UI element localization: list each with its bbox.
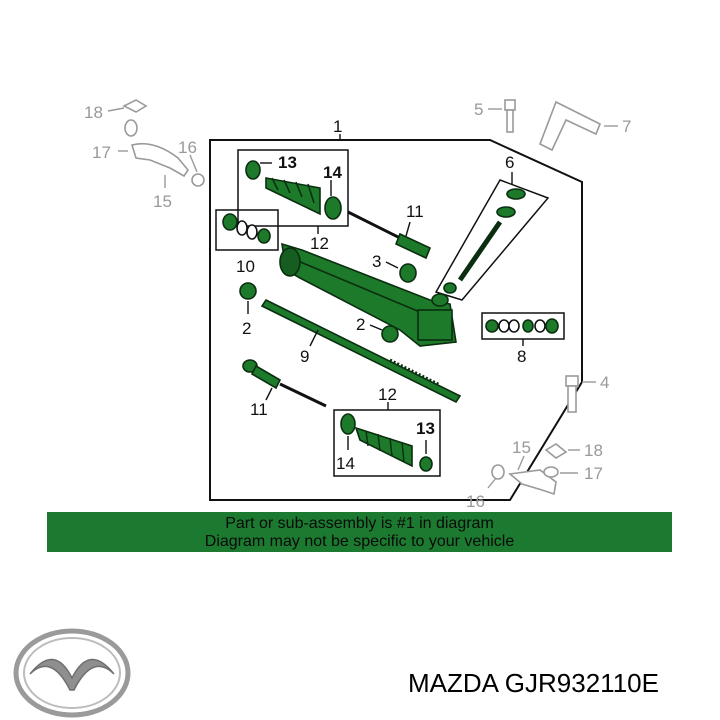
tie-rod-end-upper bbox=[107, 99, 205, 188]
o-ring-kit-box bbox=[215, 209, 279, 251]
callout-16-upper: 16 bbox=[178, 138, 197, 157]
callout-9: 9 bbox=[300, 347, 309, 366]
callout-18-lower: 18 bbox=[584, 441, 603, 460]
steering-rack-housing bbox=[279, 242, 457, 347]
callout-17-upper: 17 bbox=[92, 143, 111, 162]
boot-upper bbox=[245, 160, 342, 220]
callout-2-right: 2 bbox=[356, 315, 365, 334]
seal-set bbox=[485, 318, 559, 334]
mazda-logo-icon bbox=[13, 628, 131, 718]
o-ring-set bbox=[222, 213, 271, 244]
boot-kit-box-upper bbox=[237, 149, 349, 227]
callout-12-lower: 12 bbox=[378, 385, 397, 404]
callout-11-lower: 11 bbox=[250, 400, 268, 419]
mounting-bolt-and-bracket bbox=[488, 99, 618, 152]
callout-1: 1 bbox=[333, 117, 342, 136]
mounting-bolt-4 bbox=[565, 375, 596, 413]
callout-15-upper: 15 bbox=[153, 192, 172, 211]
callout-13-lower: 13 bbox=[416, 419, 435, 438]
callout-10: 10 bbox=[236, 257, 255, 276]
notice-line-2: Diagram may not be specific to your vehi… bbox=[204, 533, 515, 550]
callout-4: 4 bbox=[600, 373, 609, 392]
callout-14-upper: 14 bbox=[323, 163, 342, 182]
callout-2-left: 2 bbox=[242, 319, 251, 338]
callout-13-upper: 13 bbox=[278, 153, 297, 172]
callout-15-lower: 15 bbox=[512, 438, 531, 457]
pinion-kit-box bbox=[434, 179, 550, 301]
callout-5: 5 bbox=[474, 100, 483, 119]
part-number-label: MAZDA GJR932110E bbox=[408, 668, 659, 698]
callout-3: 3 bbox=[372, 252, 381, 271]
notice-line-1: Part or sub-assembly is #1 in diagram bbox=[225, 515, 494, 532]
callout-18-upper: 18 bbox=[84, 103, 103, 122]
inner-tie-rod-lower bbox=[242, 359, 327, 408]
callout-16-lower: 16 bbox=[466, 492, 485, 511]
boot-lower bbox=[340, 413, 433, 472]
mount-bushing-3 bbox=[399, 263, 417, 283]
callout-6: 6 bbox=[505, 153, 514, 172]
mount-bushing-2-left bbox=[239, 282, 257, 314]
rack-bar bbox=[260, 298, 462, 404]
callout-7: 7 bbox=[622, 117, 631, 136]
boot-kit-box-lower bbox=[333, 409, 441, 477]
mount-bushing-2-right bbox=[369, 324, 399, 343]
callout-14-lower: 14 bbox=[336, 454, 355, 473]
callout-11-upper: 11 bbox=[406, 202, 424, 221]
tie-rod-end-lower bbox=[487, 443, 580, 496]
callout-17-lower: 17 bbox=[584, 464, 603, 483]
callout-12-upper: 12 bbox=[310, 234, 329, 253]
callout-8: 8 bbox=[517, 347, 526, 366]
pinion-shaft bbox=[443, 188, 526, 294]
notice-banner: Part or sub-assembly is #1 in diagram Di… bbox=[47, 512, 672, 552]
inner-tie-rod-upper bbox=[347, 210, 432, 260]
